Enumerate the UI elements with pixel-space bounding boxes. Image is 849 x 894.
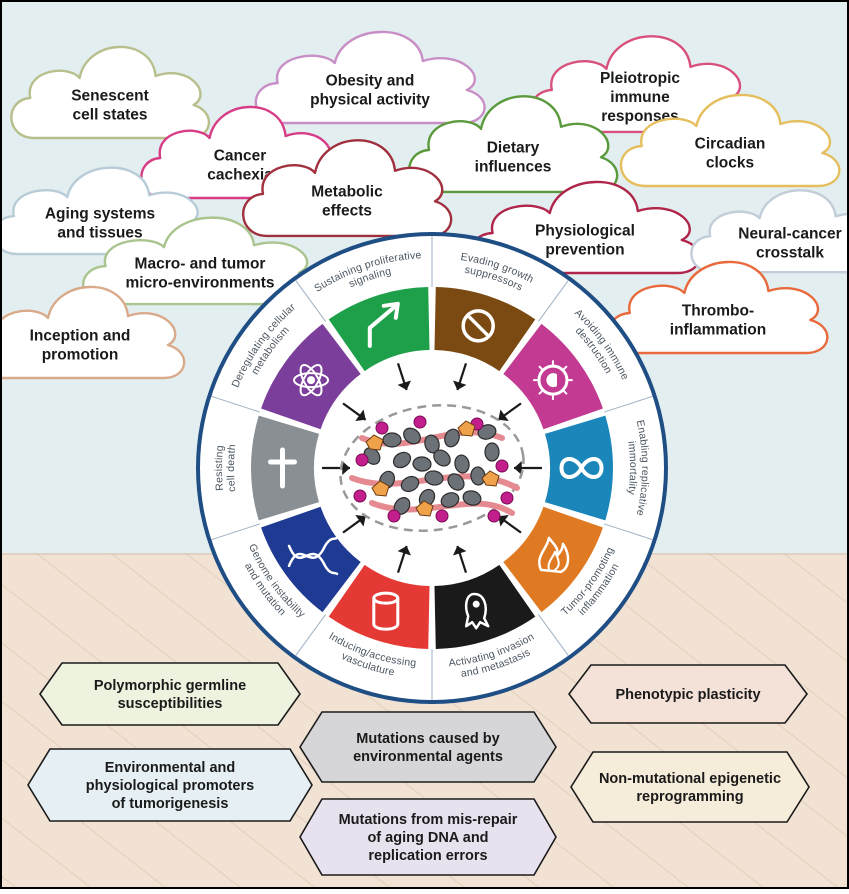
tumor-microenvironment-illustration bbox=[339, 404, 525, 532]
hexagon-shape bbox=[567, 664, 809, 724]
inward-arrow bbox=[322, 460, 350, 476]
ring-divider bbox=[295, 280, 327, 322]
inward-arrow bbox=[396, 363, 411, 391]
ring-divider bbox=[603, 395, 653, 413]
cloud-shape bbox=[10, 45, 211, 140]
hexagon-shape bbox=[299, 798, 557, 876]
cloud-shape bbox=[690, 189, 849, 274]
ring-divider bbox=[211, 523, 261, 541]
hallmark-wedge bbox=[250, 415, 320, 521]
hallmark-wedge bbox=[261, 506, 361, 613]
hallmark-label: immortality bbox=[625, 440, 639, 496]
no-entry-icon bbox=[461, 309, 495, 343]
hallmark-wedge bbox=[328, 287, 430, 372]
cloud-shape bbox=[254, 30, 486, 125]
cloud-shape bbox=[469, 180, 701, 275]
cloud-12: Thrombo-inflammation bbox=[607, 260, 829, 355]
inward-arrow bbox=[396, 545, 411, 573]
inward-arrow bbox=[453, 363, 468, 391]
hallmark-wedge bbox=[434, 287, 536, 372]
cloud-shape bbox=[619, 93, 841, 188]
hexagon-shape bbox=[570, 751, 810, 823]
ring-divider bbox=[211, 395, 261, 413]
hexagon-shape bbox=[27, 748, 313, 822]
inward-arrow bbox=[453, 545, 468, 573]
hallmarks-wheel: Sustaining proliferativesignalingEvading… bbox=[196, 232, 668, 704]
cloud-shape bbox=[242, 139, 453, 238]
ring-divider bbox=[295, 614, 327, 656]
hexagon-shape bbox=[299, 711, 557, 783]
hallmark-wedge bbox=[544, 415, 614, 521]
atom-icon bbox=[293, 363, 330, 397]
cloud-label: Thrombo-inflammation bbox=[670, 303, 766, 339]
hallmark-label: cell death bbox=[225, 444, 238, 493]
hexagon-label: Phenotypic plasticity bbox=[615, 687, 760, 703]
cloud-shape bbox=[607, 260, 829, 355]
migrating-cell-icon bbox=[464, 592, 490, 630]
flame-icon bbox=[538, 536, 570, 574]
cloud-shape bbox=[408, 95, 619, 194]
ring-divider bbox=[603, 523, 653, 541]
inward-arrow bbox=[342, 515, 367, 534]
dna-icon bbox=[287, 536, 339, 576]
cloud-shape bbox=[0, 285, 186, 380]
infinity-icon bbox=[559, 457, 604, 479]
cross-icon bbox=[268, 447, 297, 489]
vessel-icon bbox=[372, 591, 400, 631]
hexagon-shape bbox=[39, 662, 301, 726]
hallmark-label: Enabling replicative bbox=[634, 419, 651, 517]
immune-cell-icon bbox=[532, 360, 573, 401]
ring-divider bbox=[537, 280, 569, 322]
inward-arrow bbox=[497, 515, 522, 534]
inward-arrow bbox=[497, 402, 522, 421]
arrow-icon bbox=[367, 301, 400, 348]
ring-divider bbox=[537, 614, 569, 656]
enabling-characteristic-2: Phenotypic plasticity bbox=[567, 664, 809, 724]
hallmark-wedge bbox=[328, 564, 430, 649]
hallmark-label: Resisting bbox=[213, 445, 226, 492]
hallmark-wedge bbox=[503, 506, 603, 613]
inward-arrow bbox=[342, 402, 367, 421]
inward-arrow bbox=[514, 460, 542, 476]
